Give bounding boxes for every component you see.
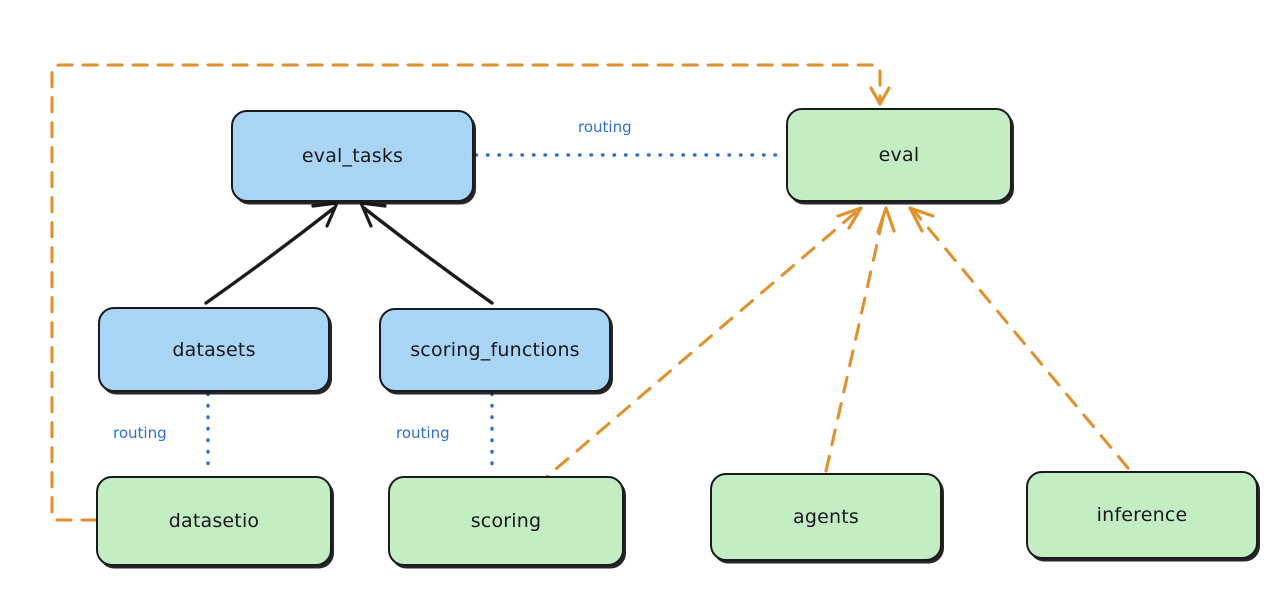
edge-scoring_functions-to-eval_tasks: [359, 201, 494, 305]
node-scoring-functions[interactable]: scoring_functions: [379, 308, 611, 392]
node-label: datasetio: [168, 510, 260, 532]
node-label: inference: [1096, 504, 1188, 526]
edge-label-routing-datasets-datasetio: routing: [113, 424, 167, 442]
node-label: scoring_functions: [410, 339, 580, 361]
edge-inference-to-eval: [908, 206, 1130, 470]
node-eval-tasks[interactable]: eval_tasks: [231, 110, 474, 202]
edge-label-routing-eval-tasks-eval: routing: [578, 118, 632, 136]
node-scoring[interactable]: scoring: [388, 476, 624, 566]
node-agents[interactable]: agents: [710, 473, 942, 561]
node-label: datasets: [172, 338, 256, 361]
edge-agents-to-eval: [824, 206, 896, 473]
edge-label-routing-scoring-functions-scoring: routing: [396, 424, 450, 442]
node-inference[interactable]: inference: [1026, 471, 1258, 559]
node-label: eval: [878, 144, 920, 166]
node-eval[interactable]: eval: [786, 108, 1012, 202]
node-label: agents: [793, 506, 859, 528]
edge-datasets-to-eval_tasks: [204, 201, 339, 305]
node-label: scoring: [470, 510, 542, 532]
node-datasets[interactable]: datasets: [98, 307, 330, 392]
node-label: eval_tasks: [301, 145, 404, 167]
node-datasetio[interactable]: datasetio: [96, 476, 332, 566]
